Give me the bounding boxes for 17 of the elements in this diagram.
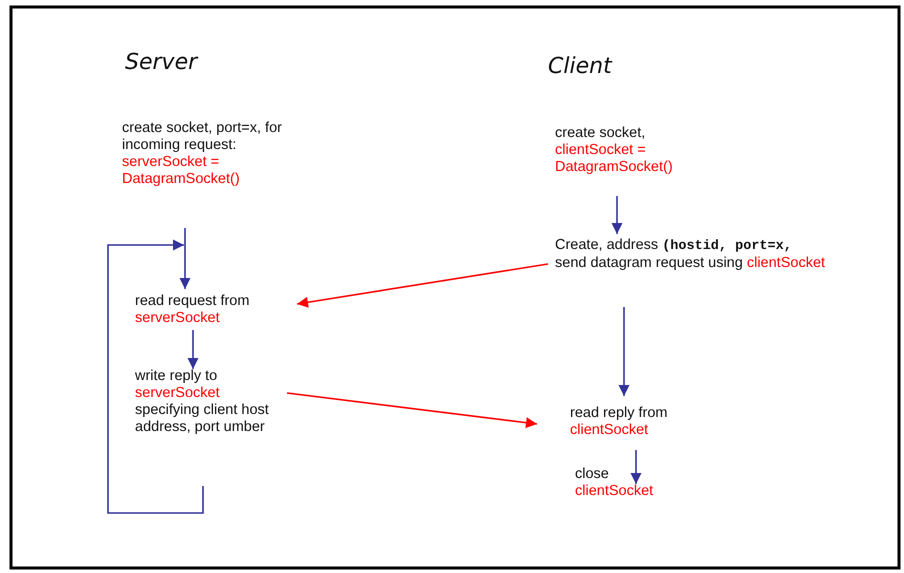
step-text: Create, address (hostid, port=x, send datagram request using clientSocket <box>555 237 890 272</box>
step-text: write reply to serverSocket specifying client host address, port umber <box>135 368 275 436</box>
step-text: close clientSocket <box>575 466 685 500</box>
step-text: create socket, clientSocket = DatagramSocket() <box>555 125 725 176</box>
column-heading: Server <box>125 50 198 75</box>
step-text: read request from serverSocket <box>135 293 295 327</box>
arrow <box>180 228 190 289</box>
arrow <box>286 392 538 428</box>
arrow <box>188 330 198 369</box>
arrow <box>107 240 204 514</box>
step-text: create socket, port=x, for incoming request: serverSocket = DatagramSocket() <box>122 120 282 188</box>
column-heading: Client <box>548 54 612 79</box>
arrow <box>296 263 548 308</box>
arrow <box>612 196 622 234</box>
step-text: read reply from clientSocket <box>570 405 730 439</box>
arrow <box>618 307 630 396</box>
arrow <box>630 450 642 484</box>
